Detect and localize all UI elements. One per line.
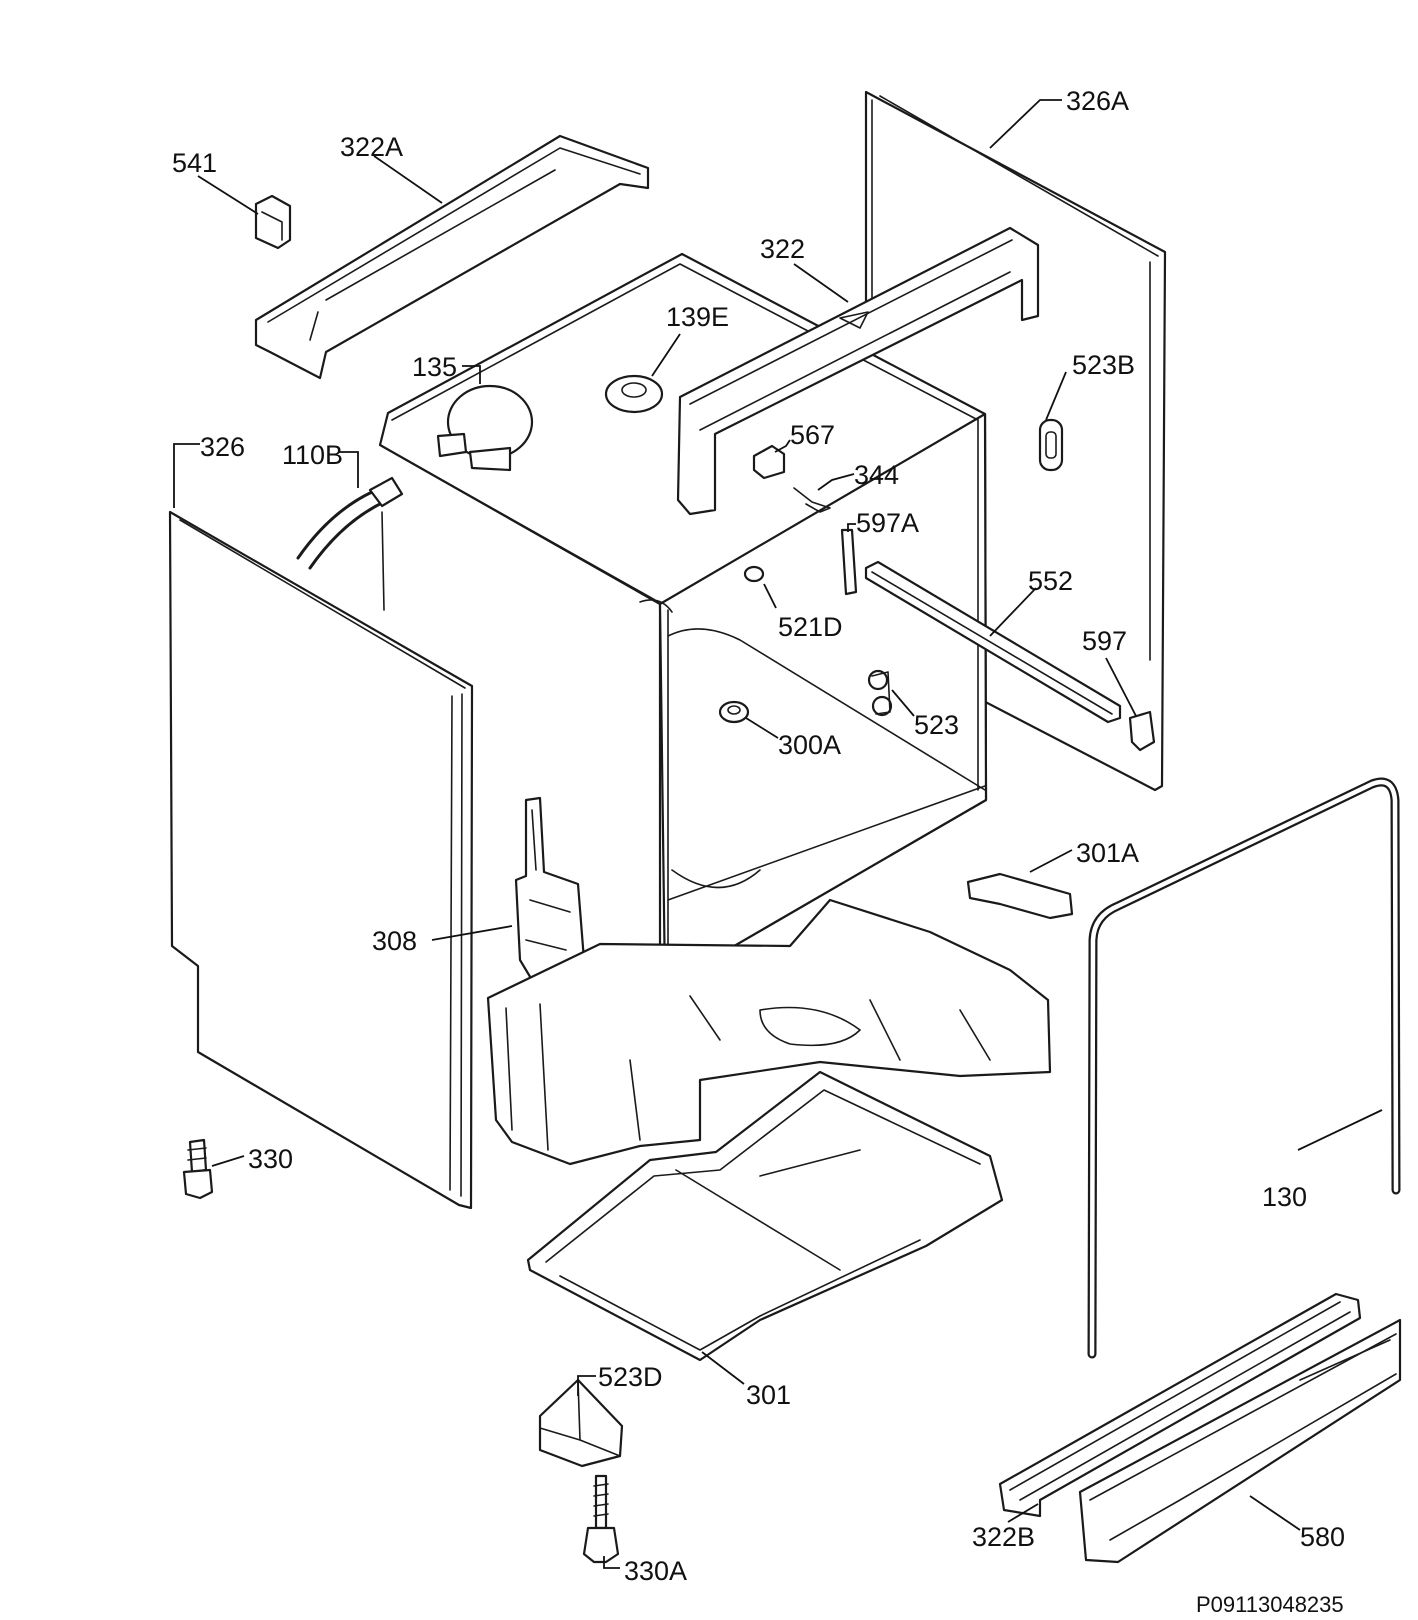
label-110b: 110B <box>282 440 343 470</box>
part-523d-foot-bracket <box>538 1378 624 1468</box>
label-308: 308 <box>372 926 417 956</box>
part-326-side-panel <box>168 510 474 1210</box>
part-344-spring <box>793 487 831 513</box>
label-330a: 330A <box>624 1556 687 1586</box>
label-322a: 322A <box>340 132 403 162</box>
label-326a: 326A <box>1066 86 1129 116</box>
part-tub <box>378 252 988 1003</box>
part-301a-guide <box>966 872 1074 920</box>
part-541-clip <box>254 194 292 250</box>
part-135-salt-container <box>436 384 534 472</box>
label-130: 130 <box>1262 1182 1307 1212</box>
part-330-foot <box>182 1138 214 1200</box>
label-322b: 322B <box>972 1522 1035 1552</box>
part-580-kick-plate <box>1078 1318 1402 1564</box>
part-301-base-tray <box>526 1070 1004 1362</box>
label-300a: 300A <box>778 730 841 760</box>
label-139e: 139E <box>666 302 729 332</box>
part-567-clip <box>752 444 786 480</box>
leader-lines <box>173 99 1383 1569</box>
label-521d: 521D <box>778 612 843 642</box>
part-552-rail <box>864 560 1122 724</box>
part-base-frame <box>486 898 1052 1166</box>
label-322: 322 <box>760 234 805 264</box>
part-523b-bracket <box>1038 418 1064 472</box>
label-552: 552 <box>1028 566 1073 596</box>
label-301a: 301A <box>1076 838 1139 868</box>
label-523: 523 <box>914 710 959 740</box>
part-139e-cap <box>604 374 664 414</box>
part-523-rollers <box>867 669 893 717</box>
part-300a-nut <box>718 700 750 724</box>
label-523b: 523B <box>1072 350 1135 380</box>
part-322b-front-rail <box>998 1292 1362 1518</box>
label-326: 326 <box>200 432 245 462</box>
drawing-code: P09113048235 <box>1196 1592 1344 1617</box>
part-597-end-clip <box>1128 710 1156 752</box>
label-597: 597 <box>1082 626 1127 656</box>
label-135: 135 <box>412 352 457 382</box>
part-130-door-gasket <box>1087 777 1401 1359</box>
part-110b-hose <box>296 476 404 611</box>
label-580: 580 <box>1300 1522 1345 1552</box>
label-523d: 523D <box>598 1362 663 1392</box>
label-597a: 597A <box>856 508 919 538</box>
label-344: 344 <box>854 460 899 490</box>
part-322-top-crossbar <box>676 226 1040 516</box>
part-521d-plug <box>743 565 765 583</box>
part-308-hinge <box>514 796 586 996</box>
label-567: 567 <box>790 420 835 450</box>
part-322a-top-rail <box>254 134 650 380</box>
label-301: 301 <box>746 1380 791 1410</box>
part-330a-foot <box>582 1474 620 1564</box>
label-541: 541 <box>172 148 217 178</box>
label-330: 330 <box>248 1144 293 1174</box>
part-labels: 541 322A 326A 322 139E 135 523B 567 326 … <box>172 86 1345 1617</box>
